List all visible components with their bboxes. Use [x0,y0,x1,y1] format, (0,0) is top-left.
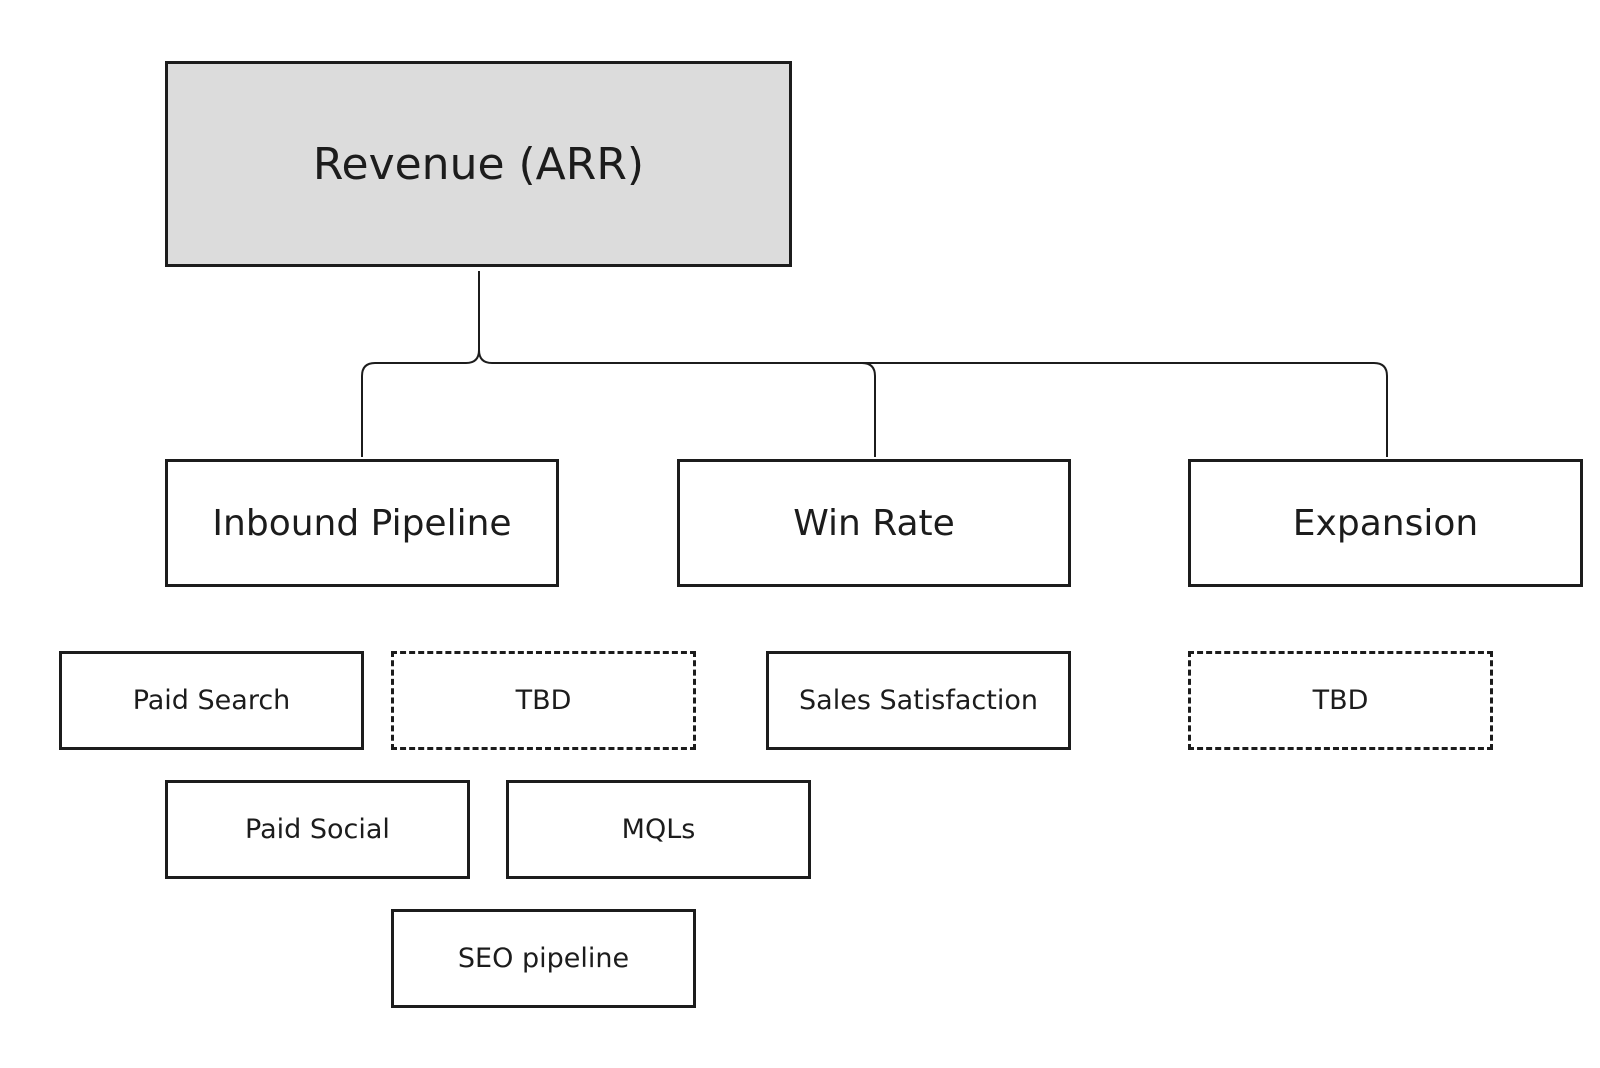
driver-node-label: Expansion [1292,502,1479,544]
driver-node-inbound-pipeline[interactable]: Inbound Pipeline [165,459,559,587]
sub-driver-node-label: MQLs [621,814,696,845]
sub-driver-node-label: Paid Social [245,814,390,845]
sub-driver-node-label: Sales Satisfaction [799,685,1038,716]
driver-node-label: Win Rate [793,502,955,544]
driver-node-expansion[interactable]: Expansion [1188,459,1583,587]
sub-driver-node-label: TBD [1312,685,1369,716]
sub-driver-node-seo-pipeline[interactable]: SEO pipeline [391,909,696,1008]
sub-driver-node-paid-social[interactable]: Paid Social [165,780,470,879]
sub-driver-node-tbd-expansion[interactable]: TBD [1188,651,1493,750]
sub-driver-node-label: Paid Search [132,685,291,716]
sub-driver-node-paid-search[interactable]: Paid Search [59,651,364,750]
connector-root-to-inbound-pipeline [361,271,480,457]
sub-driver-node-label: TBD [515,685,572,716]
driver-node-win-rate[interactable]: Win Rate [677,459,1071,587]
root-node-revenue-arr[interactable]: Revenue (ARR) [165,61,792,267]
connector-root-to-expansion [862,362,1388,457]
connector-root-to-win-rate [478,349,876,457]
sub-driver-node-tbd-inbound[interactable]: TBD [391,651,696,750]
root-node-label: Revenue (ARR) [312,138,645,190]
sub-driver-node-sales-satisfaction[interactable]: Sales Satisfaction [766,651,1071,750]
driver-node-label: Inbound Pipeline [212,502,512,544]
sub-driver-node-mqls[interactable]: MQLs [506,780,811,879]
sub-driver-node-label: SEO pipeline [457,943,630,974]
